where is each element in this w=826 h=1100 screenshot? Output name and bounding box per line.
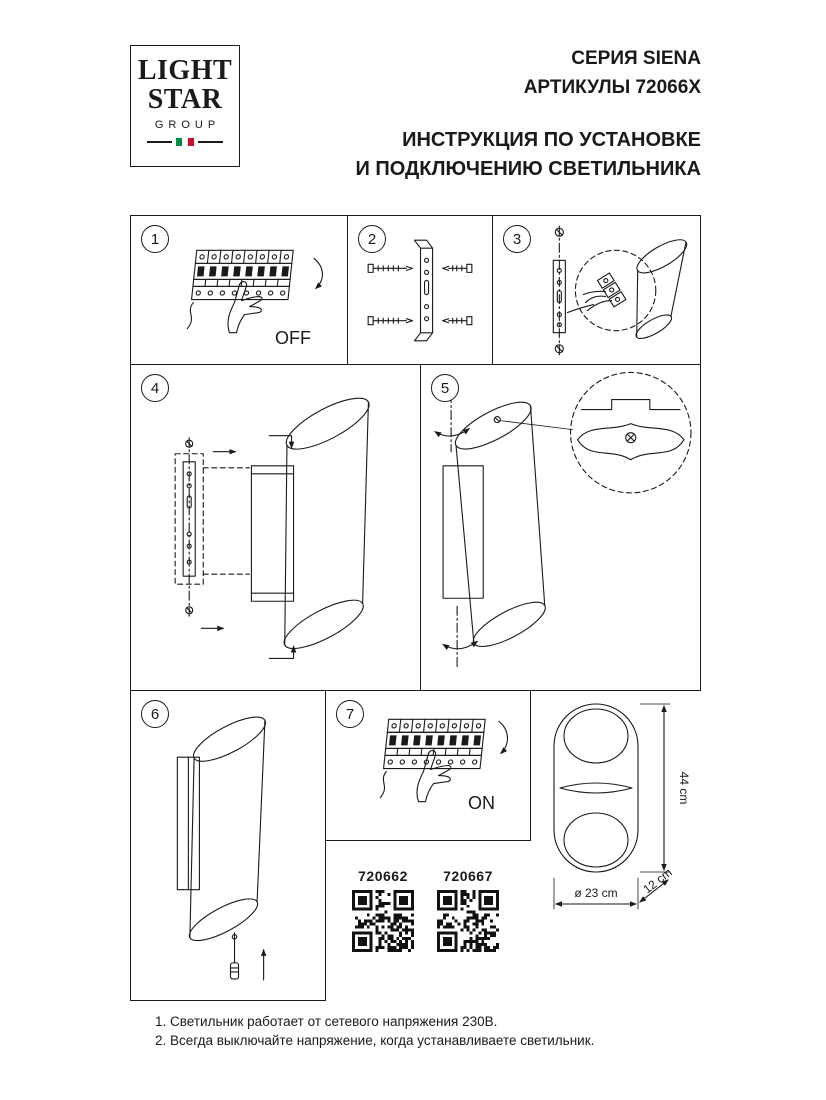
terminal-block <box>596 272 627 308</box>
zoom-circle <box>569 371 692 494</box>
rotate-arrow-icon <box>498 720 508 755</box>
wiring-connection-illustration <box>552 225 688 356</box>
zoom-circle <box>574 249 657 332</box>
step-number-badge: 3 <box>503 225 531 253</box>
logo-light: LIGHT <box>137 55 233 86</box>
header-series-block: СЕРИЯ SIENA АРТИКУЛЫ 72066X <box>300 44 701 102</box>
step-number-badge: 6 <box>141 700 169 728</box>
step-2-panel: 2 <box>347 215 493 366</box>
note-1: 1. Светильник работает от сетевого напря… <box>155 1014 498 1029</box>
lamp-pull-cord-illustration <box>176 716 267 981</box>
lamp-front-shade-bottom <box>563 812 629 868</box>
lamp-shade-top <box>636 239 688 274</box>
screw-icon <box>493 416 501 424</box>
dimension-diameter-label: ø 23 cm <box>574 886 617 900</box>
step-number-badge: 2 <box>358 225 386 253</box>
dimension-depth-label: 12 cm <box>640 865 674 896</box>
screw-top-icon <box>554 227 564 237</box>
lamp-tube-lines <box>189 719 266 939</box>
depth-dimension-line <box>639 879 669 903</box>
plate-notch-top-view <box>581 398 681 411</box>
shade-top-view-lower <box>577 439 685 461</box>
logo-group: GROUP <box>154 119 221 131</box>
bracket-plate <box>419 247 434 334</box>
pull-switch-icon <box>229 962 240 980</box>
wire-squiggle <box>379 770 387 799</box>
qr-label-1: 720662 <box>358 868 408 884</box>
step-6-panel: 6 <box>130 690 326 1001</box>
lamp-shade-top <box>454 401 532 450</box>
center-screw-icon <box>625 432 637 444</box>
shade-top-view-upper <box>577 423 685 441</box>
series-title: СЕРИЯ SIENA <box>571 48 701 69</box>
lamp-shade-bottom <box>472 601 546 647</box>
circuit-breaker-strip <box>186 249 323 334</box>
rotate-arrow-icon <box>442 640 479 650</box>
lamp-front-shade-top <box>563 708 629 764</box>
step-3-panel: 3 <box>492 215 701 366</box>
step-number-badge: 1 <box>141 225 169 253</box>
rotate-arrow-icon <box>434 427 471 438</box>
alignment-dashes <box>202 467 250 575</box>
logo-flag-row <box>147 136 223 148</box>
step-7-panel: 7 ON <box>325 690 531 841</box>
lamp-tube-lines <box>455 405 546 644</box>
instruction-title-line1: ИНСТРУКЦИЯ ПО УСТАНОВКЕ <box>402 129 701 151</box>
lamp-shade-bottom <box>188 898 259 942</box>
wires <box>566 290 613 314</box>
logo-star: STAR <box>147 84 223 115</box>
rotate-arrow-icon <box>313 257 323 290</box>
hand-pointer-icon <box>227 281 263 334</box>
lamp-mounting-illustration <box>174 397 370 660</box>
screw-bottom-icon <box>554 344 564 354</box>
step-4-panel: 4 <box>130 364 421 691</box>
screw-top-icon <box>185 439 194 448</box>
qr-code-1 <box>352 890 414 952</box>
screw-icon <box>442 263 473 273</box>
screw-icon <box>367 263 414 273</box>
screw-bottom-icon <box>185 606 194 615</box>
power-on-label: ON <box>468 793 495 813</box>
wire-squiggle <box>186 302 194 330</box>
bracket-dashed-outline <box>174 453 204 585</box>
hand-pointer-icon <box>416 749 452 803</box>
note-2: 2. Всегда выключайте напряжение, когда у… <box>155 1033 595 1048</box>
bracket-plate <box>552 259 566 334</box>
articles-title: АРТИКУЛЫ 72066X <box>523 77 701 98</box>
step-5-panel: 5 <box>420 364 701 691</box>
step-number-badge: 4 <box>141 374 169 402</box>
power-off-label: OFF <box>275 328 311 348</box>
instruction-title-line2: И ПОДКЛЮЧЕНИЮ СВЕТИЛЬНИКА <box>355 158 701 180</box>
step-number-badge: 7 <box>336 700 364 728</box>
italian-flag-icon <box>172 136 198 148</box>
lamp-shade-top <box>192 716 267 762</box>
lamp-tube-lines <box>284 401 369 646</box>
footnotes: 1. Светильник работает от сетевого напря… <box>155 1012 594 1050</box>
lamp-shade-top <box>285 397 370 450</box>
mounting-bracket-illustration <box>367 239 473 342</box>
lamp-body-column <box>442 465 484 599</box>
qr-code-2 <box>437 890 499 952</box>
bent-arrow-icon <box>268 435 295 449</box>
bracket-plate <box>182 461 196 577</box>
detail-leader-line <box>499 420 573 431</box>
lamp-body-column <box>250 465 295 602</box>
lamp-shade-bottom <box>635 314 673 339</box>
screw-icon <box>367 316 414 326</box>
lamp-front-outline <box>553 703 639 873</box>
lamp-alignment-illustration <box>434 371 692 668</box>
qr-label-2: 720667 <box>443 868 493 884</box>
breaker-on-illustration <box>379 718 508 803</box>
dimension-height-label: 44 cm <box>677 772 691 805</box>
breaker-off-illustration <box>186 249 323 334</box>
header-instruction-block: ИНСТРУКЦИЯ ПО УСТАНОВКЕ И ПОДКЛЮЧЕНИЮ СВ… <box>300 126 701 184</box>
step-number-badge: 5 <box>431 374 459 402</box>
dimensions-illustration: 44 cm 12 cm ø 23 cm <box>553 703 691 910</box>
screw-icon <box>442 316 473 326</box>
logo-box: LIGHT STAR GROUP <box>130 45 240 167</box>
step-1-panel: 1 OFF <box>130 215 348 366</box>
bent-arrow-icon <box>268 645 297 660</box>
circuit-breaker-strip <box>379 718 508 803</box>
